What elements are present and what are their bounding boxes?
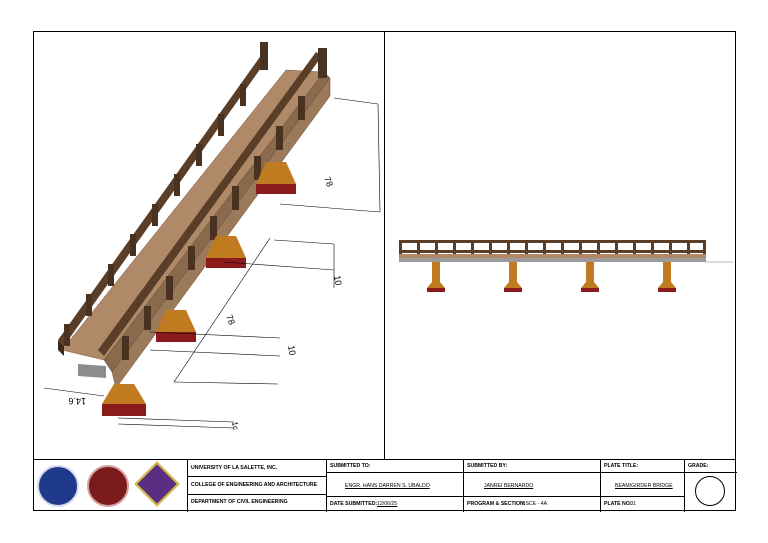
plate-title-value: BEAM/GIRDER BRIDGE — [615, 483, 673, 489]
dim-footing: 1c — [230, 421, 240, 431]
program-section-label: PROGRAM & SECTION: — [467, 501, 526, 507]
date-submitted-value: 12/06/25 — [377, 501, 398, 507]
plate-no-label: PLATE NO.: — [604, 501, 634, 507]
submitted-to-value: ENGR. HANS DARREN S. UBALDO — [345, 483, 430, 489]
school-name: UNIVERSITY OF LA SALETTE, INC. — [191, 465, 278, 471]
submitted-by-value: JANREI BERNARDO — [484, 483, 534, 489]
isometric-view: 78 10 78 10 14.6 1c — [43, 42, 381, 431]
plate-title-label: PLATE TITLE: — [604, 463, 639, 469]
submitted-by-column: SUBMITTED BY: JANREI BERNARDO PROGRAM & … — [463, 460, 601, 512]
title-block: UNIVERSITY OF LA SALETTE, INC. COLLEGE O… — [33, 459, 737, 512]
college-name: COLLEGE OF ENGINEERING AND ARCHITECTURE — [191, 482, 318, 488]
elevation-pier-2 — [504, 262, 522, 292]
elevation-girder — [399, 258, 706, 262]
elevation-view — [399, 240, 733, 292]
department-seal — [134, 461, 180, 507]
dim-span-lower: 78 — [224, 313, 237, 326]
dim-width: 14.6 — [68, 396, 86, 406]
plate-column: PLATE TITLE: BEAM/GIRDER BRIDGE PLATE NO… — [600, 460, 685, 512]
dim-gap-upper: 10 — [332, 275, 344, 287]
pier-2 — [156, 310, 196, 342]
submitted-to-column: SUBMITTED TO: ENGR. HANS DARREN S. UBALD… — [326, 460, 464, 512]
program-section-value: BSCE - 4A — [522, 501, 548, 507]
pier-3 — [206, 236, 246, 268]
elevation-pier-4 — [658, 262, 676, 292]
deck-top — [61, 69, 325, 361]
elevation-deck — [399, 254, 706, 258]
elevation-pier-1 — [427, 262, 445, 292]
pier-1 — [102, 384, 146, 416]
grade-column: GRADE: — [684, 460, 737, 512]
dim-gap-lower: 10 — [286, 345, 298, 357]
rail-right — [98, 52, 322, 356]
college-seal — [87, 465, 129, 507]
university-seal — [37, 465, 79, 507]
view-divider — [384, 31, 385, 459]
date-submitted-label: DATE SUBMITTED: — [330, 501, 378, 507]
grade-circle — [695, 476, 725, 506]
grade-label: GRADE: — [688, 463, 709, 469]
abutment — [78, 364, 106, 378]
dim-span-upper: 78 — [322, 175, 335, 188]
elevation-pier-3 — [581, 262, 599, 292]
submitted-to-label: SUBMITTED TO: — [330, 463, 371, 469]
department-name: DEPARTMENT OF CIVIL ENGINEERING — [191, 499, 288, 505]
elevation-railing — [399, 240, 706, 254]
posts-right — [122, 48, 327, 360]
posts-left — [64, 42, 268, 346]
pier-4 — [256, 162, 296, 194]
submitted-by-label: SUBMITTED BY: — [467, 463, 508, 469]
dimension-lines — [43, 97, 381, 429]
institution-column: UNIVERSITY OF LA SALETTE, INC. COLLEGE O… — [187, 460, 327, 512]
plate-no-value: 01 — [630, 501, 636, 507]
